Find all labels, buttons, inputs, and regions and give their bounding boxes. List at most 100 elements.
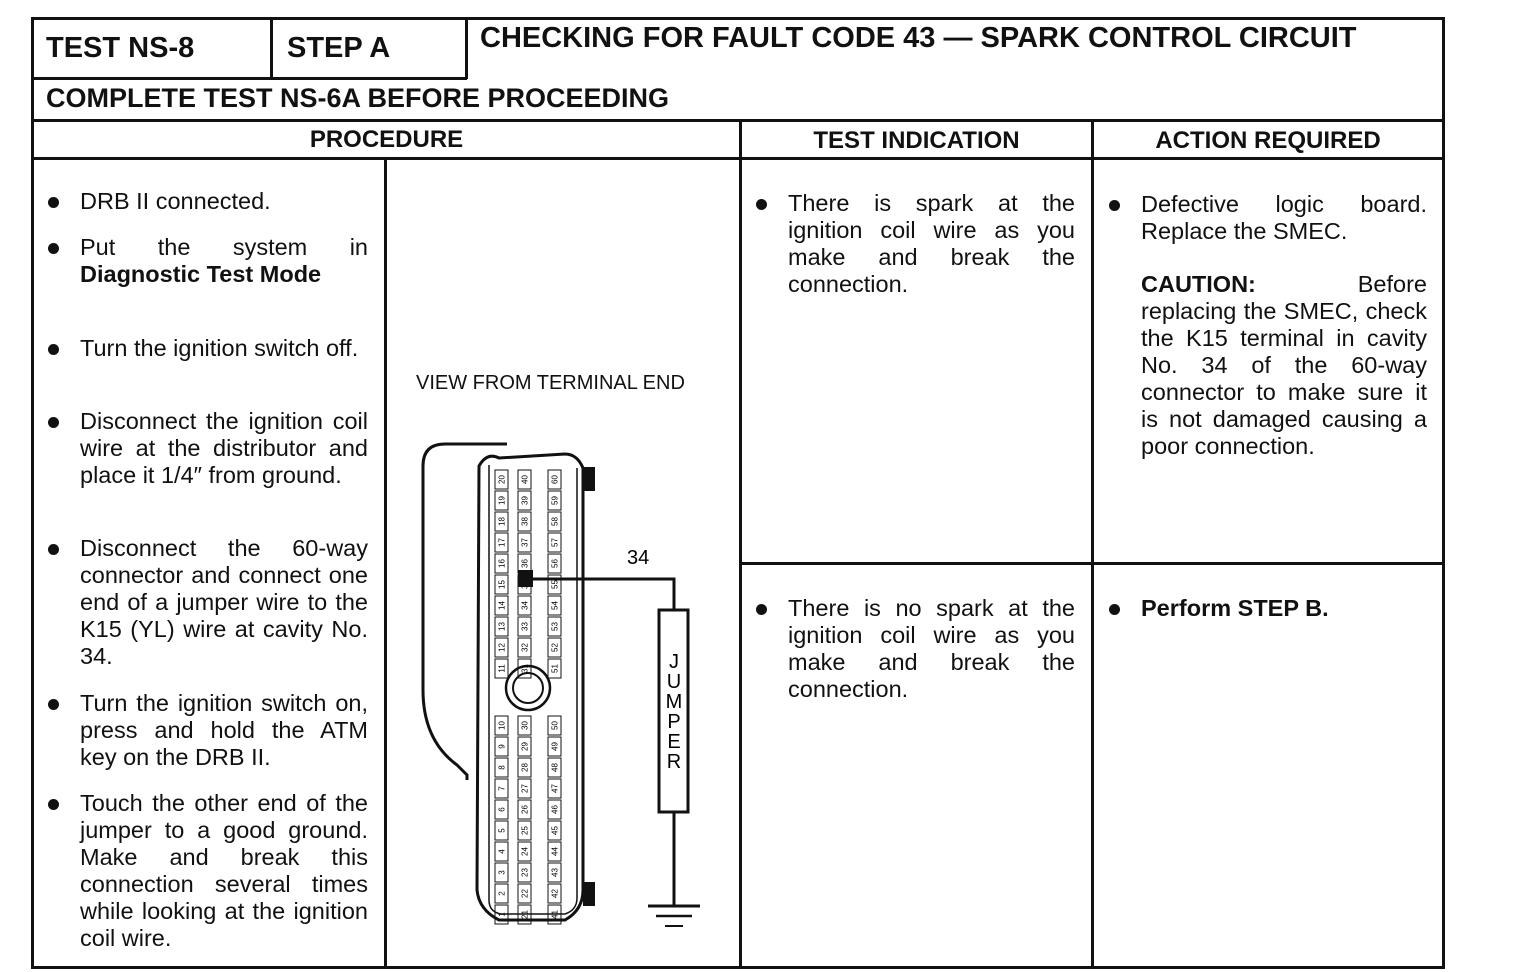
pin-label: 1 xyxy=(498,912,507,917)
pin-label: 29 xyxy=(521,742,530,751)
pin-label: 40 xyxy=(521,475,530,484)
pin-cell xyxy=(494,757,509,778)
pin-label: 49 xyxy=(551,742,560,751)
pin-label: 12 xyxy=(498,643,507,652)
pin-cell xyxy=(517,658,532,679)
pin-cell xyxy=(547,883,562,904)
pin-label: 9 xyxy=(498,744,507,749)
bullet-icon xyxy=(48,243,59,254)
pin-cell xyxy=(517,904,532,925)
pin-label: 21 xyxy=(521,910,530,919)
pin-label: 51 xyxy=(551,664,560,673)
bullet-icon xyxy=(756,199,767,210)
connector-key-inner xyxy=(512,672,544,704)
pin-label: 44 xyxy=(551,847,560,856)
pin-cell xyxy=(547,757,562,778)
pin-label: 36 xyxy=(521,559,530,568)
header-box-bottom xyxy=(31,77,467,80)
pin-cell xyxy=(517,862,532,883)
pin-label: 10 xyxy=(498,721,507,730)
pin-cell xyxy=(494,883,509,904)
pin-cell xyxy=(494,490,509,511)
pin-label: 13 xyxy=(498,622,507,631)
pin-cell xyxy=(547,469,562,490)
pin-label: 30 xyxy=(521,721,530,730)
pin-label: 27 xyxy=(521,784,530,793)
pin-cell xyxy=(494,841,509,862)
procedure-header: PROCEDURE xyxy=(309,126,464,153)
pin-cell xyxy=(547,820,562,841)
bullet-icon xyxy=(48,544,59,555)
pin-label: 32 xyxy=(521,643,530,652)
pin-cell xyxy=(517,490,532,511)
pin-label: 28 xyxy=(521,763,530,772)
colhead-bottom xyxy=(31,157,1445,160)
procedure-step-1: DRB II connected. xyxy=(48,188,368,215)
jumper-letter: M xyxy=(666,691,683,713)
pin-label: 42 xyxy=(551,889,560,898)
pin-label: 24 xyxy=(521,847,530,856)
table-border-bottom xyxy=(31,966,1445,969)
cavity-34-marker xyxy=(518,570,533,587)
pin-label: 23 xyxy=(521,868,530,877)
caution-label: CAUTION: xyxy=(1141,271,1256,297)
pin-label: 11 xyxy=(498,664,507,673)
pin-label: 59 xyxy=(551,496,560,505)
pin-label: 16 xyxy=(498,559,507,568)
pin-cell xyxy=(494,904,509,925)
pin-label: 34 xyxy=(521,601,530,610)
pin-cell xyxy=(547,715,562,736)
bullet-icon xyxy=(48,197,59,208)
bullet-icon xyxy=(756,604,767,615)
pin-cell xyxy=(547,862,562,883)
pin-cell xyxy=(517,736,532,757)
indication-header: TEST INDICATION xyxy=(813,127,1020,154)
bullet-icon xyxy=(48,799,59,810)
jumper-letter: E xyxy=(667,731,680,753)
pin-label: 57 xyxy=(551,538,560,547)
pin-label: 53 xyxy=(551,622,560,631)
step-label: STEP A xyxy=(287,32,391,64)
pin-label: 20 xyxy=(498,475,507,484)
pin-label: 19 xyxy=(498,496,507,505)
pin-label: 56 xyxy=(551,559,560,568)
bullet-icon xyxy=(48,417,59,428)
prereq-bottom xyxy=(31,119,1445,122)
pin-cell xyxy=(517,715,532,736)
procedure-step-2: Put the system in Diagnostic Test Mode xyxy=(48,234,368,288)
pin-label: 55 xyxy=(551,580,560,589)
pin-cell xyxy=(494,799,509,820)
jumper-wire xyxy=(527,577,676,610)
connector-housing-outline xyxy=(421,442,507,780)
pin-cell xyxy=(494,574,509,595)
view-label: VIEW FROM TERMINAL END xyxy=(416,372,685,394)
pin-label: 39 xyxy=(521,496,530,505)
pin-cell xyxy=(494,715,509,736)
pin-grid: 2019181716151413121140393837363534333231… xyxy=(494,469,562,925)
connector-latch-top xyxy=(583,467,595,491)
pin-cell xyxy=(517,469,532,490)
pin-label: 3 xyxy=(498,870,507,875)
procedure-step-3: Turn the ignition switch off. xyxy=(48,335,368,362)
pin-cell xyxy=(517,820,532,841)
pin-label: 31 xyxy=(521,664,530,673)
pin-cell xyxy=(494,553,509,574)
bullet-icon xyxy=(1109,604,1120,615)
pin-label: 26 xyxy=(521,805,530,814)
pin-label: 25 xyxy=(521,826,530,835)
indication-no-spark: There is no spark at the ignition coil w… xyxy=(756,595,1075,703)
pin-cell xyxy=(517,511,532,532)
row-divider xyxy=(739,562,1445,565)
pin-label: 38 xyxy=(521,517,530,526)
pin-label: 17 xyxy=(498,538,507,547)
pin-cell xyxy=(517,841,532,862)
pin-label: 18 xyxy=(498,517,507,526)
pin-label: 15 xyxy=(498,580,507,589)
jumper-letter: P xyxy=(667,711,680,733)
step2-text: Put the system in xyxy=(80,234,368,260)
pin-cell xyxy=(547,490,562,511)
pin-label: 46 xyxy=(551,805,560,814)
pin-label: 7 xyxy=(498,786,507,791)
connector-diagram: 2019181716151413121140393837363534333231… xyxy=(421,442,700,927)
